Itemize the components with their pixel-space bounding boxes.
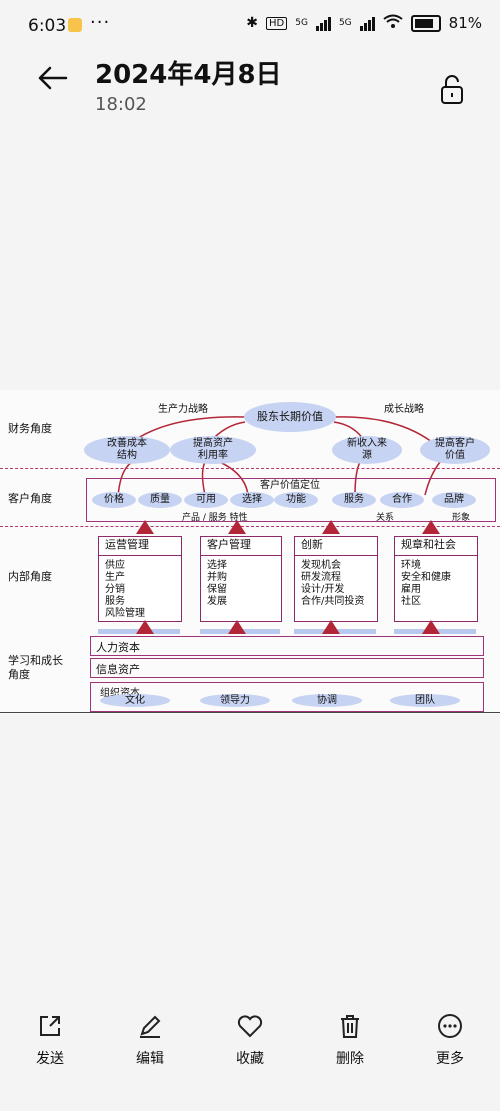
back-arrow-icon[interactable] xyxy=(36,62,68,94)
image-edge-line xyxy=(0,712,500,713)
fin-node-assets: 提高资产利用率 xyxy=(170,436,256,464)
strategy-map-image: 财务角度 生产力战略 成长战略 股东长期价值 改善成本结构 提高资产利用率 新收… xyxy=(0,390,500,714)
up-arrow-icon xyxy=(422,620,440,634)
signal-icon-1 xyxy=(315,15,331,31)
trash-icon xyxy=(341,1015,359,1038)
fin-node-revenue: 新收入来源 xyxy=(332,436,402,464)
delete-button[interactable]: 删除 xyxy=(310,1012,390,1102)
share-icon xyxy=(40,1016,60,1036)
customer-header: 客户价值定位 xyxy=(260,480,320,491)
row-label-internal: 内部角度 xyxy=(8,570,52,583)
unlock-icon[interactable] xyxy=(440,74,464,106)
up-arrow-icon xyxy=(136,620,154,634)
cust-sub-label: 产品 / 服务 特性 xyxy=(182,513,248,523)
row-label-learning-2: 角度 xyxy=(8,668,30,681)
battery-icon xyxy=(410,14,441,32)
note-header: 2024年4月8日 18:02 xyxy=(0,52,500,132)
learn-label: 组织资本 xyxy=(100,688,140,699)
learn-box xyxy=(90,682,484,712)
strategy-left: 生产力战略 xyxy=(158,404,208,415)
org-item: 领导力 xyxy=(200,694,270,707)
heart-icon xyxy=(237,1015,263,1038)
learn-label: 信息资产 xyxy=(96,663,140,676)
notes-app-icon xyxy=(68,18,82,32)
cust-item: 质量 xyxy=(138,492,182,508)
network-label-2: 5G xyxy=(338,18,352,28)
up-arrow-icon xyxy=(228,520,246,534)
delete-label: 删除 xyxy=(336,1051,364,1067)
up-arrow-icon xyxy=(322,520,340,534)
send-button[interactable]: 发送 xyxy=(10,1012,90,1102)
row-label-financial: 财务角度 xyxy=(8,422,52,435)
cust-item: 功能 xyxy=(274,492,318,508)
org-item: 协调 xyxy=(292,694,362,707)
process-column: 创新 发现机会研发流程设计/开发合作/共同投资 xyxy=(294,536,378,622)
favorite-label: 收藏 xyxy=(236,1051,264,1067)
process-column: 规章和社会 环境安全和健康雇用社区 xyxy=(394,536,478,622)
cust-item: 选择 xyxy=(230,492,274,508)
shareholder-value-node: 股东长期价值 xyxy=(244,402,336,432)
cust-item: 可用 xyxy=(184,492,228,508)
battery-percent: 81% xyxy=(448,14,482,32)
fin-node-customer: 提高客户价值 xyxy=(420,436,490,464)
edit-button[interactable]: 编辑 xyxy=(110,1012,190,1102)
up-arrow-icon xyxy=(136,520,154,534)
row-label-customer: 客户角度 xyxy=(8,492,52,505)
bottom-toolbar: 发送 编辑 收藏 删除 更多 xyxy=(0,1012,500,1102)
customer-box xyxy=(86,478,496,522)
cust-item: 价格 xyxy=(92,492,136,508)
process-column: 运营管理 供应生产分销服务风险管理 xyxy=(98,536,182,622)
divider xyxy=(0,468,500,469)
network-label-1: 5G xyxy=(295,18,308,28)
up-arrow-icon xyxy=(422,520,440,534)
favorite-button[interactable]: 收藏 xyxy=(210,1012,290,1102)
process-column: 客户管理 选择并购保留发展 xyxy=(200,536,282,622)
pen-icon xyxy=(140,1015,161,1038)
learn-box xyxy=(90,658,484,678)
signal-icon-2 xyxy=(359,15,375,31)
cust-item: 品牌 xyxy=(432,492,476,508)
bluetooth-icon: ✱ xyxy=(246,15,259,31)
up-arrow-icon xyxy=(322,620,340,634)
send-label: 发送 xyxy=(36,1051,64,1067)
strategy-right: 成长战略 xyxy=(384,404,424,415)
row-label-learning: 学习和成长 xyxy=(8,654,63,667)
hd-badge: HD xyxy=(266,16,288,30)
org-item: 团队 xyxy=(390,694,460,707)
page-title: 2024年4月8日 xyxy=(95,60,282,90)
cust-sub-label: 形象 xyxy=(452,513,471,523)
more-dots-icon: ··· xyxy=(90,12,111,33)
org-item: 文化 xyxy=(100,694,170,707)
wifi-icon xyxy=(383,14,403,32)
status-bar: 6:03 ··· ✱ HD 5G 5G 81% xyxy=(0,0,500,52)
cust-item: 服务 xyxy=(332,492,376,508)
status-time: 6:03 xyxy=(28,16,67,36)
learn-box xyxy=(90,636,484,656)
edit-label: 编辑 xyxy=(136,1051,164,1067)
more-icon xyxy=(438,1014,462,1038)
divider xyxy=(0,526,500,527)
cust-item: 合作 xyxy=(380,492,424,508)
more-button[interactable]: 更多 xyxy=(410,1012,490,1102)
cust-sub-label: 关系 xyxy=(376,513,395,523)
page-subtitle: 18:02 xyxy=(95,94,147,115)
up-arrow-icon xyxy=(228,620,246,634)
fin-node-cost: 改善成本结构 xyxy=(84,436,170,464)
more-label: 更多 xyxy=(436,1051,464,1067)
learn-label: 人力资本 xyxy=(96,641,140,654)
